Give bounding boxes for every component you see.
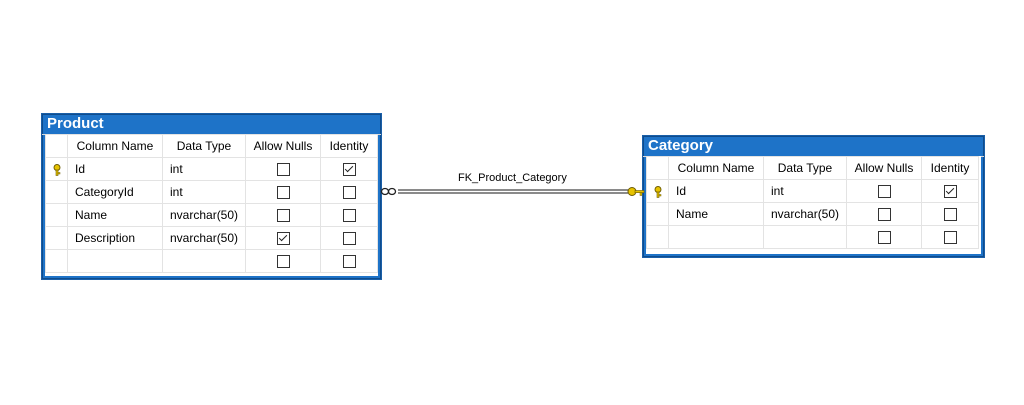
- identity-cell: [921, 179, 979, 203]
- column-row[interactable]: [646, 225, 979, 249]
- allow-nulls-cell: [245, 157, 321, 181]
- category-table-title[interactable]: Category: [643, 136, 984, 157]
- row-selector[interactable]: [646, 179, 669, 203]
- allow-nulls-checkbox[interactable]: [877, 185, 891, 199]
- allow-nulls-cell: [245, 249, 321, 273]
- data-type-cell[interactable]: int: [763, 179, 847, 203]
- category-header-row: Column Name Data Type Allow Nulls Identi…: [646, 156, 979, 180]
- allow-nulls-checkbox[interactable]: [877, 208, 891, 222]
- allow-nulls-checkbox[interactable]: [276, 232, 290, 246]
- identity-cell: [921, 225, 979, 249]
- column-name-header: Column Name: [67, 134, 163, 158]
- allow-nulls-cell: [846, 179, 922, 203]
- relationship-connector[interactable]: [378, 182, 646, 202]
- allow-nulls-header: Allow Nulls: [245, 134, 321, 158]
- allow-nulls-checkbox[interactable]: [276, 209, 290, 223]
- category-columns-grid: Column Name Data Type Allow Nulls Identi…: [646, 156, 979, 249]
- row-selector[interactable]: [646, 202, 669, 226]
- data-type-cell[interactable]: int: [162, 180, 246, 204]
- primary-key-icon: [53, 163, 60, 176]
- column-name-cell[interactable]: Description: [67, 226, 163, 250]
- identity-cell: [320, 180, 378, 204]
- allow-nulls-cell: [245, 203, 321, 227]
- allow-nulls-checkbox[interactable]: [276, 255, 290, 269]
- identity-checkbox[interactable]: [342, 209, 356, 223]
- identity-checkbox[interactable]: [342, 255, 356, 269]
- column-name-header: Column Name: [668, 156, 764, 180]
- data-type-cell[interactable]: [162, 249, 246, 273]
- row-selector-header: [646, 156, 669, 180]
- column-name-cell[interactable]: Id: [67, 157, 163, 181]
- column-name-cell[interactable]: Name: [67, 203, 163, 227]
- identity-header: Identity: [320, 134, 378, 158]
- identity-cell: [320, 226, 378, 250]
- identity-cell: [320, 203, 378, 227]
- data-type-header: Data Type: [763, 156, 847, 180]
- identity-checkbox[interactable]: [943, 231, 957, 245]
- column-name-cell[interactable]: [67, 249, 163, 273]
- identity-header: Identity: [921, 156, 979, 180]
- product-table-title[interactable]: Product: [42, 114, 381, 135]
- identity-cell: [921, 202, 979, 226]
- identity-checkbox[interactable]: [943, 208, 957, 222]
- infinity-icon: [380, 187, 397, 196]
- relationship-label[interactable]: FK_Product_Category: [458, 172, 567, 184]
- category-table[interactable]: Category Column Name Data Type Allow Nul…: [642, 135, 985, 258]
- data-type-cell[interactable]: [763, 225, 847, 249]
- data-type-header: Data Type: [162, 134, 246, 158]
- identity-cell: [320, 249, 378, 273]
- data-type-cell[interactable]: nvarchar(50): [763, 202, 847, 226]
- allow-nulls-checkbox[interactable]: [877, 231, 891, 245]
- product-columns-grid: Column Name Data Type Allow Nulls Identi…: [45, 134, 378, 273]
- column-name-cell[interactable]: Id: [668, 179, 764, 203]
- data-type-cell[interactable]: nvarchar(50): [162, 226, 246, 250]
- primary-key-icon: [654, 185, 661, 198]
- column-name-cell[interactable]: CategoryId: [67, 180, 163, 204]
- product-table[interactable]: Product Column Name Data Type Allow Null…: [41, 113, 382, 280]
- key-icon: [627, 187, 645, 196]
- product-header-row: Column Name Data Type Allow Nulls Identi…: [45, 134, 378, 158]
- row-selector[interactable]: [646, 225, 669, 249]
- row-selector[interactable]: [45, 226, 68, 250]
- allow-nulls-cell: [245, 226, 321, 250]
- allow-nulls-cell: [846, 202, 922, 226]
- identity-cell: [320, 157, 378, 181]
- allow-nulls-cell: [245, 180, 321, 204]
- row-selector[interactable]: [45, 203, 68, 227]
- allow-nulls-checkbox[interactable]: [276, 163, 290, 177]
- allow-nulls-header: Allow Nulls: [846, 156, 922, 180]
- identity-checkbox[interactable]: [342, 186, 356, 200]
- identity-checkbox[interactable]: [943, 185, 957, 199]
- data-type-cell[interactable]: int: [162, 157, 246, 181]
- row-selector[interactable]: [45, 180, 68, 204]
- row-selector[interactable]: [45, 249, 68, 273]
- row-selector-header: [45, 134, 68, 158]
- row-selector[interactable]: [45, 157, 68, 181]
- allow-nulls-checkbox[interactable]: [276, 186, 290, 200]
- data-type-cell[interactable]: nvarchar(50): [162, 203, 246, 227]
- column-name-cell[interactable]: Name: [668, 202, 764, 226]
- column-name-cell[interactable]: [668, 225, 764, 249]
- allow-nulls-cell: [846, 225, 922, 249]
- identity-checkbox[interactable]: [342, 163, 356, 177]
- identity-checkbox[interactable]: [342, 232, 356, 246]
- column-row[interactable]: [45, 249, 378, 273]
